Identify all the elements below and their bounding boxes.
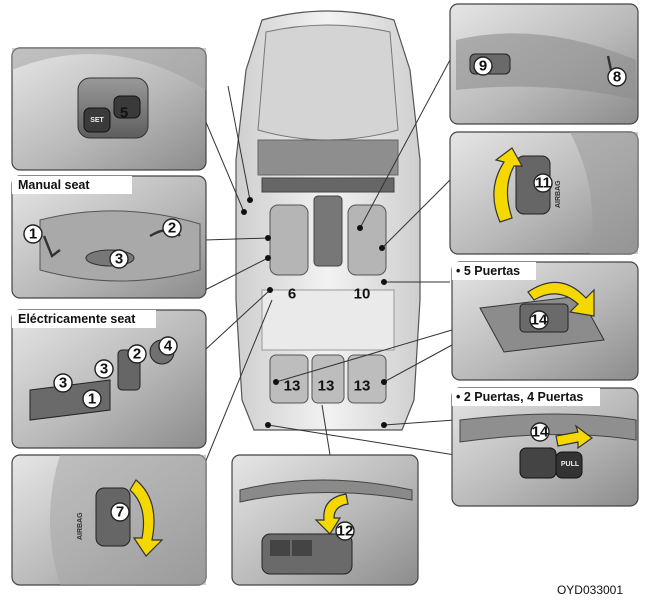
panel-manual-seat: Manual seat 1 2 3	[11, 175, 207, 299]
panel-rear-armrest-12: 12	[231, 454, 419, 586]
center-callouts: 6 10 13 13 13	[284, 286, 371, 395]
callout-7: 7	[116, 504, 124, 521]
electric-callout-2: 2	[133, 346, 141, 363]
manual-callout-1: 1	[29, 226, 37, 243]
airbag-label-11: AIRBAG	[555, 180, 562, 208]
callout-10: 10	[354, 286, 371, 303]
airbag-label-7: AIRBAG	[77, 512, 84, 540]
figure-code: OYD033001	[557, 583, 623, 597]
panel-five-doors: • 5 Puertas 14	[451, 261, 639, 381]
five-doors-title: • 5 Puertas	[456, 264, 520, 278]
panel-electric-seat: Eléctricamente seat 3 3 1 2 4	[11, 309, 207, 449]
callout-13a: 13	[284, 378, 301, 395]
callout-12: 12	[337, 523, 354, 540]
electric-callout-3b: 3	[100, 361, 108, 378]
electric-callout-3a: 3	[59, 375, 67, 392]
manual-callout-3: 3	[115, 251, 123, 268]
arrow-14-two-icon	[555, 424, 594, 450]
two-four-doors-title: • 2 Puertas, 4 Puertas	[456, 390, 583, 404]
manual-seat-title: Manual seat	[18, 178, 90, 192]
manual-callout-2: 2	[168, 220, 176, 237]
electric-seat-title: Eléctricamente seat	[18, 312, 136, 326]
car-top-view	[235, 10, 421, 431]
callout-6: 6	[288, 286, 296, 303]
callout-9: 9	[479, 58, 487, 75]
arrow-14-five-icon	[527, 281, 595, 317]
electric-callout-1: 1	[88, 391, 96, 408]
callout-8: 8	[613, 69, 621, 86]
callout-13b: 13	[318, 378, 335, 395]
panel-seat-memory: SET 5	[11, 47, 207, 171]
panel-side-airbag-7: AIRBAG 7	[11, 454, 207, 586]
leader-lines	[197, 59, 456, 481]
pull-tab-label: PULL	[561, 461, 580, 468]
arrow-11-icon	[493, 147, 524, 223]
electric-callout-4: 4	[164, 338, 173, 355]
panel-side-airbag-11: AIRBAG 11	[449, 131, 639, 255]
panel-two-four-doors: • 2 Puertas, 4 Puertas PULL 14	[451, 387, 639, 507]
arrow-12-icon	[314, 493, 349, 535]
callout-13c: 13	[354, 378, 371, 395]
callout-14-two: 14	[532, 424, 549, 441]
panel-rear-seat-8-9: 9 8	[449, 3, 639, 125]
callout-14-five: 14	[531, 312, 548, 329]
callout-5: 5	[120, 105, 128, 122]
set-button-label: SET	[90, 117, 104, 124]
arrow-7-icon	[129, 479, 164, 557]
callout-11: 11	[535, 175, 551, 192]
